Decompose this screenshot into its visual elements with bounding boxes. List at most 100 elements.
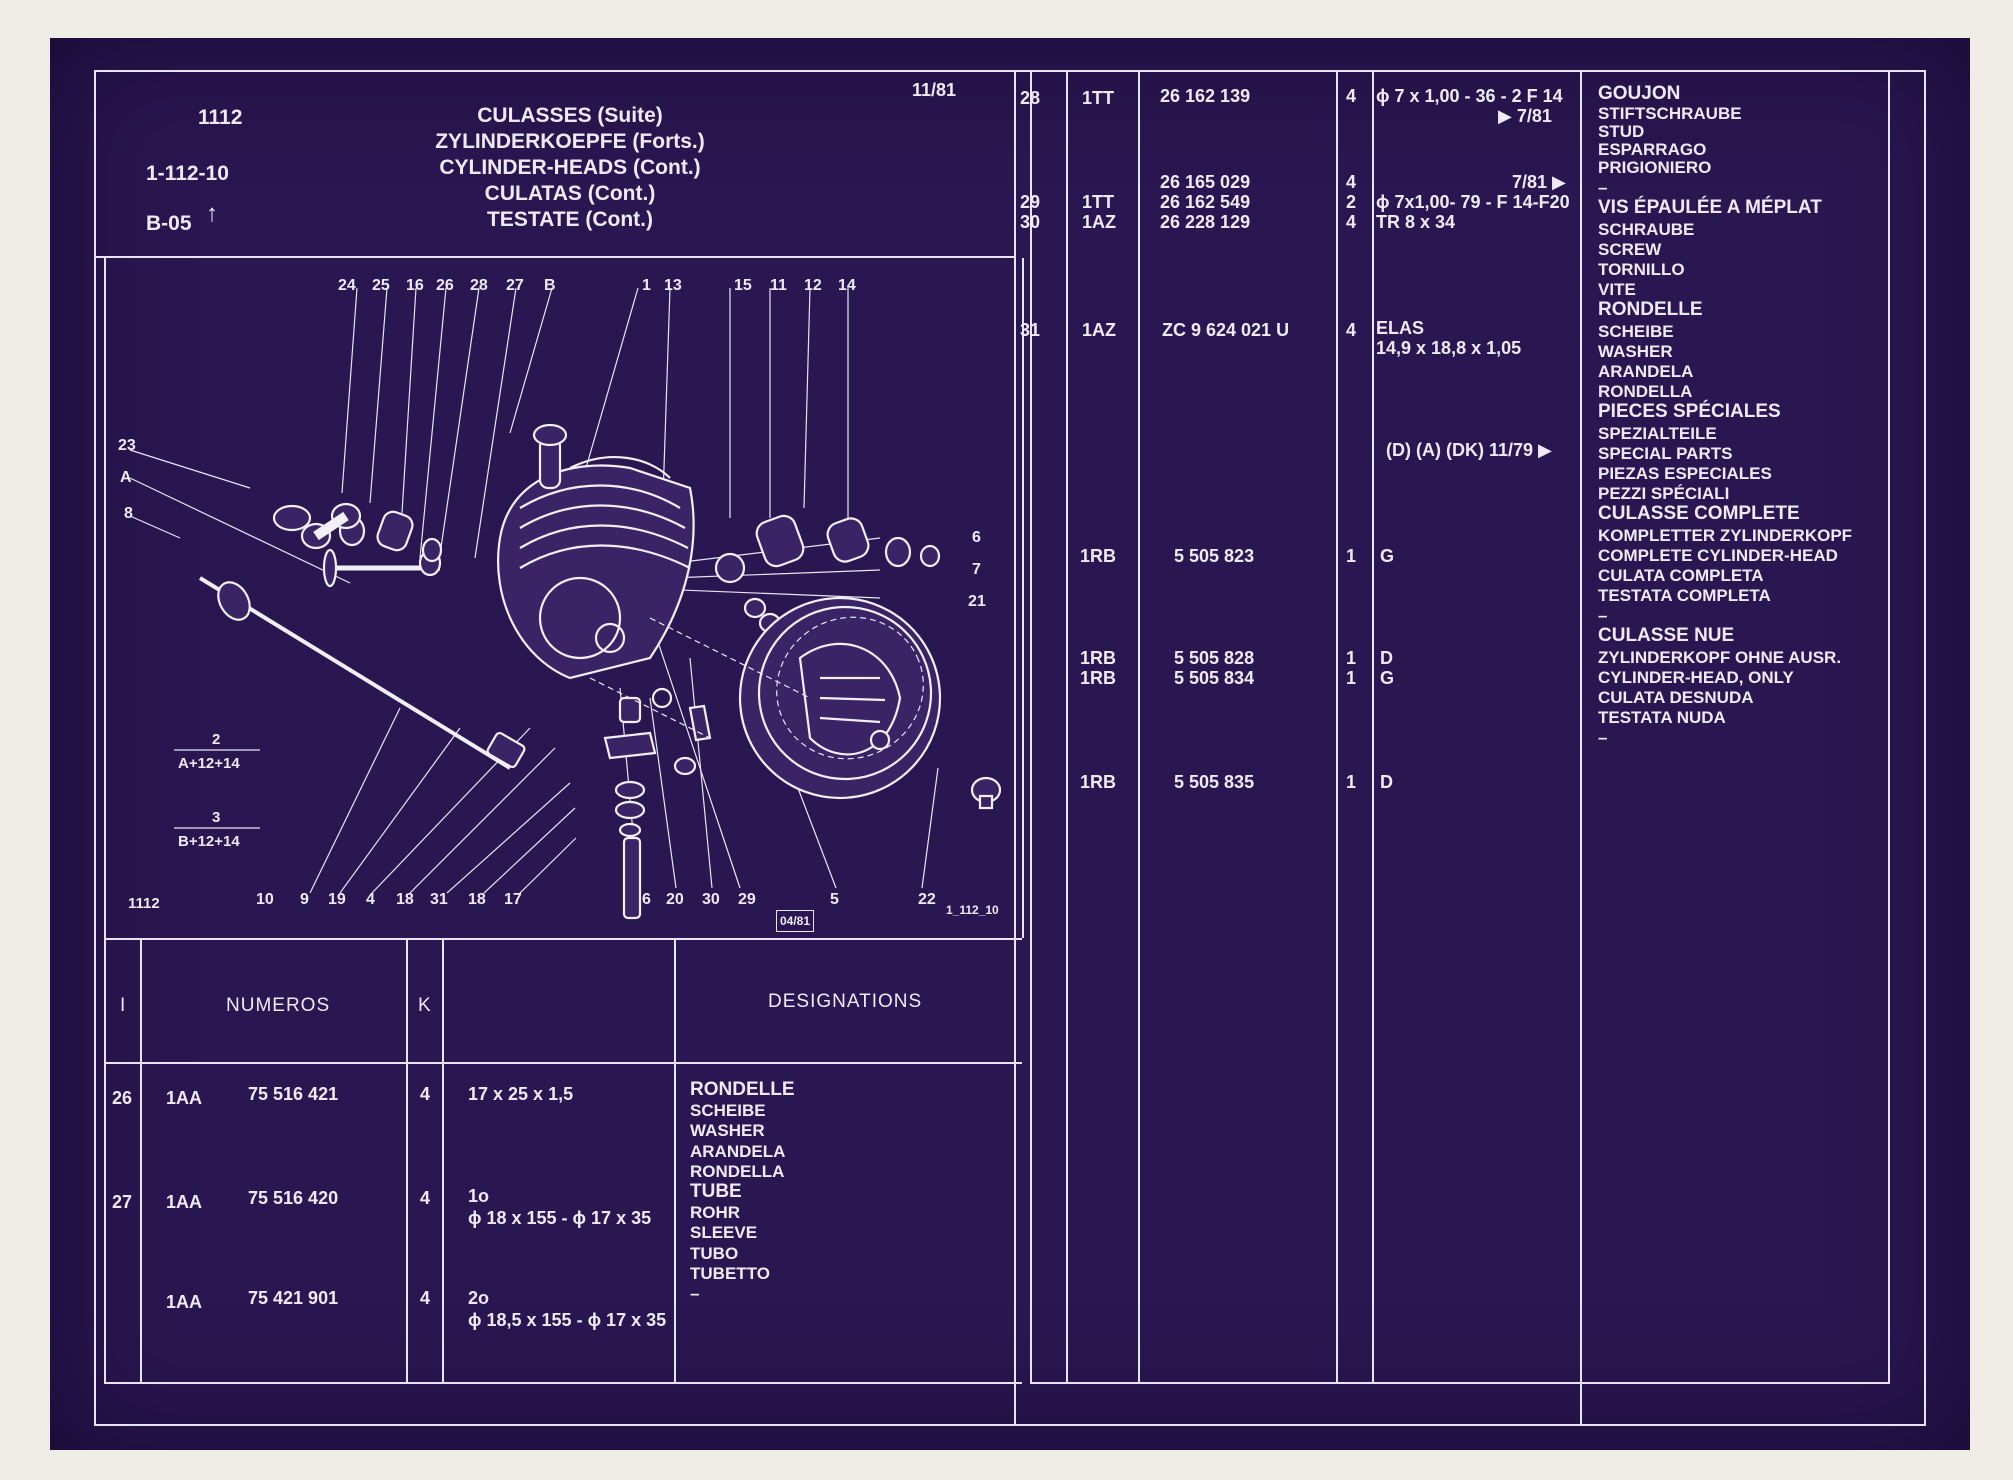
hline-table-head [104, 1062, 1022, 1064]
row-number: 75 516 421 [248, 1084, 339, 1104]
row-spec: ϕ 7 x 1,00 - 36 - 2 F 14 [1376, 86, 1563, 106]
row-number: 26 165 029 [1160, 172, 1251, 192]
row-spec: TR 8 x 34 [1376, 212, 1456, 232]
row-index: 31 [1020, 320, 1041, 340]
row-spec: ϕ 18 x 155 - ϕ 17 x 35 [468, 1208, 652, 1228]
row-desc-it: RONDELLA [690, 1162, 785, 1181]
vline-col-i [104, 938, 106, 1382]
row-code: 1AZ [1082, 320, 1117, 340]
callout-top-11: 11 [770, 277, 787, 294]
vline-r-spec [1372, 70, 1374, 1382]
designation-line: – [1598, 606, 1608, 625]
sheet-frame [94, 70, 1926, 1426]
callout-bottom-11: 30 [702, 891, 720, 908]
row-number: 26 162 139 [1160, 86, 1251, 106]
callout-bottom-7: 18 [468, 891, 486, 908]
row-qty: 4 [420, 1188, 431, 1208]
designation-line: WASHER [1598, 342, 1673, 361]
callout-top-12: 12 [804, 277, 822, 294]
callout-top-1: 24 [338, 277, 356, 294]
valve-stem-and-pushrod [198, 548, 526, 770]
title-fr: CULASSES (Suite) [477, 104, 663, 127]
designation-line: GOUJON [1598, 83, 1681, 104]
designation-line: TESTATA COMPLETA [1598, 586, 1771, 605]
callout-top-5: 28 [470, 277, 488, 294]
designation-line: RONDELLE [1598, 299, 1703, 320]
arrow-up-icon: ↑ [206, 200, 218, 227]
row-index: 30 [1020, 212, 1041, 232]
vline-r-k [1336, 70, 1338, 1382]
col-head-numeros: NUMEROS [226, 995, 331, 1016]
designation-line: ESPARRAGO [1598, 140, 1707, 159]
col-head-k: K [418, 995, 432, 1016]
designation-line: VITE [1598, 280, 1636, 299]
hline-left-table-bottom [104, 1382, 1022, 1384]
designation-line: CULATA COMPLETA [1598, 566, 1764, 585]
designation-line: ZYLINDERKOPF OHNE AUSR. [1598, 648, 1842, 667]
vline-r-desc [1580, 70, 1582, 1426]
callout-top-13: 14 [838, 277, 856, 294]
title-es: CULATAS (Cont.) [484, 182, 656, 205]
callout-top-3: 16 [406, 277, 424, 294]
row-spec: 1o [468, 1186, 490, 1206]
row-number: 5 505 828 [1174, 648, 1255, 668]
designation-line: CULATA DESNUDA [1598, 688, 1754, 707]
designation-line: SCHEIBE [1598, 322, 1674, 341]
designation-line: PRIGIONIERO [1598, 158, 1712, 177]
designation-line: – [1598, 178, 1608, 197]
hline-header-bottom [94, 256, 1016, 258]
row-code: 1TT [1082, 192, 1115, 212]
callout-bottom-4: 4 [366, 891, 375, 908]
fraction-2-denominator: B+12+14 [178, 833, 240, 850]
callout-top-6: 27 [506, 277, 524, 294]
row-code: 1RB [1080, 772, 1117, 792]
row-spec: (D) (A) (DK) 11/79 ▶ [1386, 440, 1552, 460]
section-sub-ref: B-05 [146, 212, 192, 235]
vline-diagram-right [1022, 258, 1024, 938]
vline-r-end [1888, 70, 1890, 1382]
row-number: ZC 9 624 021 U [1162, 320, 1290, 340]
callout-left-1: 23 [118, 437, 136, 454]
designation-line: – [1598, 728, 1608, 747]
callout-bottom-8: 17 [504, 891, 522, 908]
callout-left-2: A [120, 469, 132, 486]
row-desc-de: ROHR [690, 1203, 741, 1222]
row-spec: ϕ 7x1,00- 79 - F 14-F20 [1376, 192, 1570, 212]
designation-line: ARANDELA [1598, 362, 1694, 381]
designation-line: SCHRAUBE [1598, 220, 1695, 239]
callout-bottom-13: 5 [830, 891, 839, 908]
callout-right-1: 6 [972, 529, 981, 546]
callout-top-2: 25 [372, 277, 390, 294]
row-spec: 17 x 25 x 1,5 [468, 1084, 574, 1104]
row-spec: G [1380, 668, 1395, 688]
col-head-designations: DESIGNATIONS [768, 991, 923, 1012]
designation-line: TESTATA NUDA [1598, 708, 1726, 727]
row-desc-fr: RONDELLE [690, 1079, 795, 1100]
vline-left-panel-right [1014, 70, 1016, 1426]
callout-bottom-5: 18 [396, 891, 414, 908]
title-it: TESTATE (Cont.) [486, 208, 654, 231]
dashed-guides [589, 617, 811, 739]
row-desc-fr: – [690, 1284, 700, 1303]
row-code: 1RB [1080, 546, 1117, 566]
diagram-stamp: 04/81 [776, 910, 815, 932]
rocker-assembly [603, 687, 712, 920]
row-desc-de: SCHEIBE [690, 1101, 766, 1120]
designation-line: PIECES SPÉCIALES [1598, 401, 1781, 422]
vline-col-spec [442, 938, 444, 1382]
row-desc-es: ARANDELA [690, 1142, 786, 1161]
vline-diagram-left [104, 258, 106, 938]
section-code: 1112 [198, 106, 243, 129]
section-date: 11/81 [912, 80, 957, 100]
hline-diagram-bottom [104, 938, 1022, 940]
rocker-washer-23 [300, 502, 362, 550]
row-qty: 1 [1346, 772, 1357, 792]
row-spec: ▶ 7/81 [1498, 106, 1552, 126]
diagram-drawing-ref: 1_112_10 [946, 903, 999, 917]
row-index: 28 [1020, 88, 1041, 108]
designation-line: PIEZAS ESPECIALES [1598, 464, 1772, 483]
callout-bottom-3: 19 [328, 891, 346, 908]
row-code: 1AZ [1082, 212, 1117, 232]
callout-top-7: B [544, 277, 556, 294]
row-qty: 1 [1346, 648, 1357, 668]
